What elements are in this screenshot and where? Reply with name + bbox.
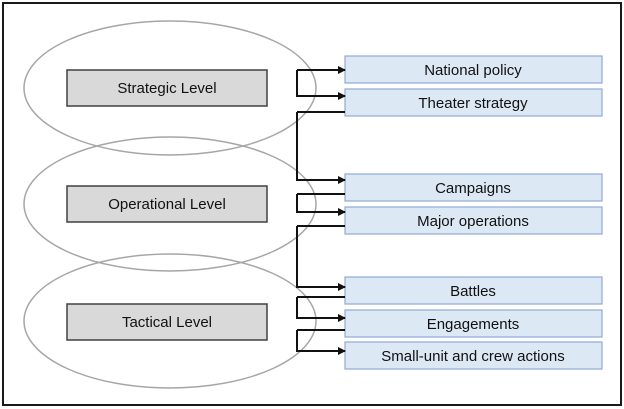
connector-strategic-campaigns: [296, 112, 346, 184]
item-theater-strategy: Theater strategy: [344, 88, 603, 117]
strategic-ellipse: [23, 20, 317, 156]
connector-operational-battles: [296, 226, 346, 291]
level-label: Operational Level: [108, 196, 226, 213]
item-battles: Battles: [344, 276, 603, 305]
item-national-policy: National policy: [344, 55, 603, 84]
item-label: National policy: [424, 62, 522, 79]
connector-tactical-small-unit: [296, 330, 346, 355]
item-label: Small-unit and crew actions: [381, 348, 564, 365]
item-campaigns: Campaigns: [344, 173, 603, 202]
connector-strategic-theater-strategy: [296, 70, 346, 100]
level-label: Tactical Level: [122, 314, 212, 331]
tactical-ellipse: [23, 253, 317, 389]
level-strategic: Strategic Level: [66, 69, 268, 107]
item-label: Theater strategy: [418, 95, 528, 112]
item-label: Major operations: [417, 213, 529, 230]
connector-operational-major-operations: [296, 194, 346, 216]
level-tactical: Tactical Level: [66, 303, 268, 341]
item-engagements: Engagements: [344, 309, 603, 338]
item-small-unit-actions: Small-unit and crew actions: [344, 341, 603, 370]
item-label: Campaigns: [435, 180, 511, 197]
item-major-operations: Major operations: [344, 206, 603, 235]
item-label: Engagements: [427, 316, 520, 333]
connector-tactical-engagements: [296, 297, 346, 322]
level-operational: Operational Level: [66, 185, 268, 223]
level-label: Strategic Level: [117, 80, 216, 97]
item-label: Battles: [450, 283, 496, 300]
operational-ellipse: [23, 136, 317, 272]
